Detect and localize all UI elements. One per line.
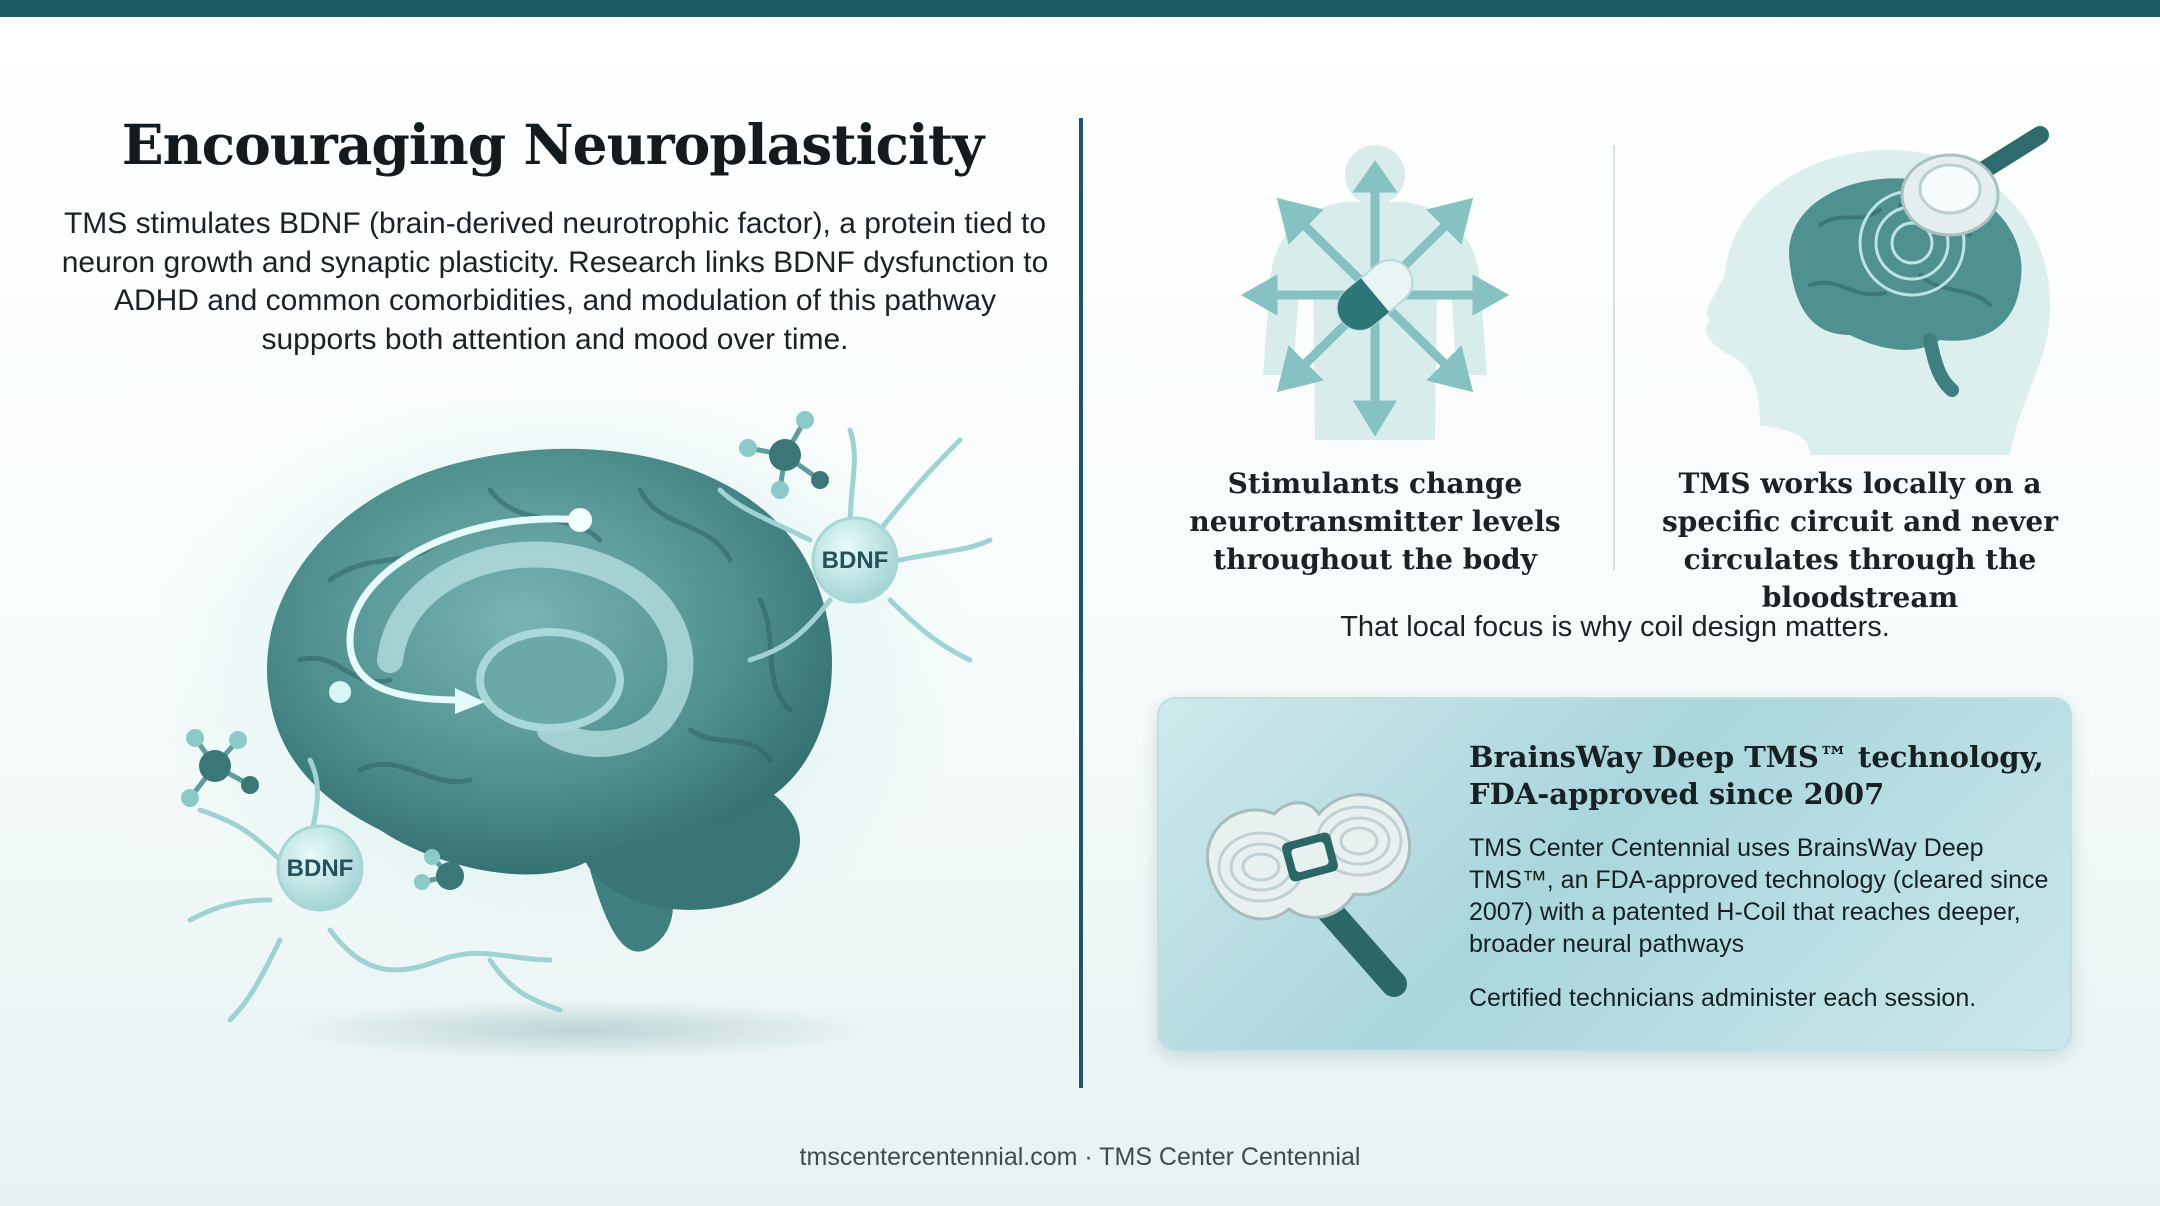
- head-coil-icon: [1690, 125, 2090, 465]
- intro-paragraph: TMS stimulates BDNF (brain-derived neuro…: [61, 207, 1049, 356]
- pill-body-icon: [1225, 140, 1525, 450]
- bdnf-label-top: BDNF: [822, 547, 889, 574]
- h-coil-icon: [1189, 759, 1429, 999]
- card-body: TMS Center Centennial uses BrainsWay Dee…: [1469, 834, 2049, 958]
- card-note: Certified technicians administer each se…: [1469, 984, 1977, 1012]
- neuron-icon: [717, 427, 993, 663]
- focus-note: That local focus is why coil design matt…: [1340, 611, 1890, 643]
- tms-caption: TMS works locally on a specific circuit …: [1662, 467, 2058, 614]
- top-accent-bar: [0, 0, 2160, 17]
- neuron-icon: [187, 757, 563, 1023]
- brain-illustration: BDNF BDNF: [160, 400, 1000, 1080]
- card-title: BrainsWay Deep TMS™ technology, FDA-appr…: [1469, 740, 2044, 811]
- bdnf-label-bottom: BDNF: [287, 855, 354, 882]
- molecule-icon: [181, 729, 259, 807]
- molecule-icon: [414, 849, 464, 890]
- comparison-divider: [1613, 145, 1615, 570]
- stimulants-caption: Stimulants change neurotransmitter level…: [1189, 467, 1561, 576]
- page-title: Encouraging Neuroplasticity: [121, 112, 985, 177]
- molecule-icon: [739, 411, 829, 499]
- footer-text: tmscentercentennial.com · TMS Center Cen…: [799, 1143, 1361, 1171]
- vertical-divider: [1079, 118, 1083, 1088]
- brainsway-card: BrainsWay Deep TMS™ technology, FDA-appr…: [1157, 697, 2072, 1051]
